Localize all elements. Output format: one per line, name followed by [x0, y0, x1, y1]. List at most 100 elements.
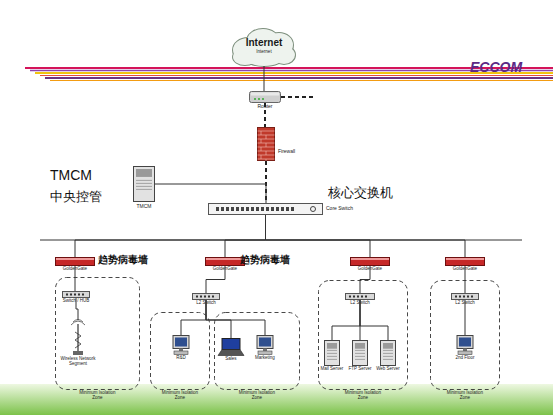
tower-slot	[355, 356, 365, 357]
switch-port	[204, 296, 206, 298]
monitor-screen	[259, 338, 271, 347]
tower-slot	[355, 359, 365, 360]
brick-line	[261, 139, 262, 143]
desktop-pc: R&D	[172, 335, 190, 355]
router-light	[258, 98, 260, 100]
annotation-label: 核心交换机	[328, 186, 393, 200]
color-stripe	[50, 80, 553, 81]
zone-outline	[215, 313, 300, 390]
switch-port	[241, 207, 244, 211]
switch-port	[208, 296, 210, 298]
brick-line	[261, 147, 262, 151]
network-link	[155, 184, 266, 203]
server-tower: FTP Server	[352, 340, 368, 366]
network-link	[360, 300, 388, 340]
switch-port	[349, 296, 351, 298]
tower-slot	[136, 180, 152, 181]
node-label: Marketing	[255, 356, 275, 361]
switch-port	[471, 296, 473, 298]
pc-base	[174, 351, 188, 355]
node-label: L2 Switch	[196, 301, 216, 306]
color-stripe	[45, 77, 553, 79]
l2-switch-shape	[345, 293, 375, 300]
cloud-fill	[244, 48, 284, 66]
switch-port	[70, 294, 72, 296]
network-link	[264, 66, 265, 91]
tower-slot	[355, 350, 365, 351]
switch-hub-shape	[62, 291, 90, 298]
switch-hub: Switch / HUB	[62, 291, 90, 298]
firewall-device: Firewall	[257, 127, 275, 161]
tower-bay	[136, 169, 152, 177]
node-label: Minimum Isolation Zone	[445, 391, 485, 401]
internet-cloud: InternetInternet	[232, 26, 296, 66]
backbone-bus	[40, 240, 522, 241]
goldengate-device: GoldenGate	[350, 257, 390, 266]
tower-body	[381, 341, 396, 366]
laptop-pc-shape	[218, 338, 244, 356]
router-body	[250, 92, 281, 103]
node-label: R&D	[176, 356, 186, 361]
monitor-stand	[463, 349, 467, 352]
node-label: Sales	[225, 357, 236, 362]
goldengate-device-shape	[350, 257, 390, 266]
node-label: L2 Switch	[350, 301, 370, 306]
network-link	[465, 266, 466, 293]
server-tower: Web Server	[380, 340, 396, 366]
tower-slot	[383, 356, 393, 357]
annotation-label: TMCM	[50, 168, 92, 183]
wireless-antenna-shape	[70, 320, 86, 356]
tower-slot	[136, 183, 152, 184]
switch-body	[209, 204, 323, 215]
switch-port	[291, 207, 294, 211]
switch-port	[82, 294, 84, 296]
goldengate-device-shape	[55, 257, 95, 266]
network-link	[75, 266, 76, 291]
color-stripe	[40, 75, 553, 76]
server-tower-shape	[324, 340, 340, 366]
switch-body	[63, 292, 90, 298]
switch-port	[251, 207, 254, 211]
switch-port	[200, 296, 202, 298]
brick-line	[258, 155, 275, 156]
goldengate-body	[351, 258, 390, 266]
antenna-zigzag	[75, 332, 81, 348]
l2-switch-shape	[451, 293, 479, 300]
tower-bay	[327, 343, 337, 349]
node-label: TMCM	[137, 204, 152, 210]
node-label: Switch / HUB	[63, 299, 90, 304]
switch-port	[286, 207, 289, 211]
monitor-screen	[175, 338, 187, 347]
network-link	[225, 215, 266, 257]
switch-port	[231, 207, 234, 211]
laptop-pc: Sales	[218, 338, 244, 356]
tmcm-server: TMCM	[133, 166, 155, 202]
monitor-body	[173, 336, 189, 349]
goldengate-top	[56, 258, 94, 260]
firewall-body	[258, 128, 275, 161]
brick-line	[266, 151, 267, 155]
node-label: L2 Switch	[455, 301, 475, 306]
network-link	[266, 215, 371, 257]
switch-port	[212, 296, 214, 298]
core-switch: Core Switch	[208, 203, 323, 215]
isolation-zone: Minimum Isolation ZoneL2 SwitchMail Serv…	[318, 280, 408, 390]
node-label: GoldenGate	[213, 267, 237, 272]
node-label: Router	[257, 104, 272, 110]
server-tower: Mail Server	[324, 340, 340, 366]
router-light	[262, 98, 264, 100]
switch-port	[266, 207, 269, 211]
switch-port	[271, 207, 274, 211]
desktop-pc-shape	[456, 335, 474, 355]
node-label: Mail Server	[321, 367, 344, 372]
node-label: Internet	[256, 50, 271, 55]
core-switch-shape	[208, 203, 323, 215]
switch-port	[74, 294, 76, 296]
monitor-stand	[263, 349, 267, 352]
brick-line	[261, 155, 262, 159]
l2-switch: L2 Switch	[192, 293, 220, 300]
dashed-link	[281, 96, 314, 98]
switch-port	[357, 296, 359, 298]
isolation-zone: Minimum Isolation ZoneSalesMarketing	[214, 312, 300, 390]
switch-port	[196, 296, 198, 298]
